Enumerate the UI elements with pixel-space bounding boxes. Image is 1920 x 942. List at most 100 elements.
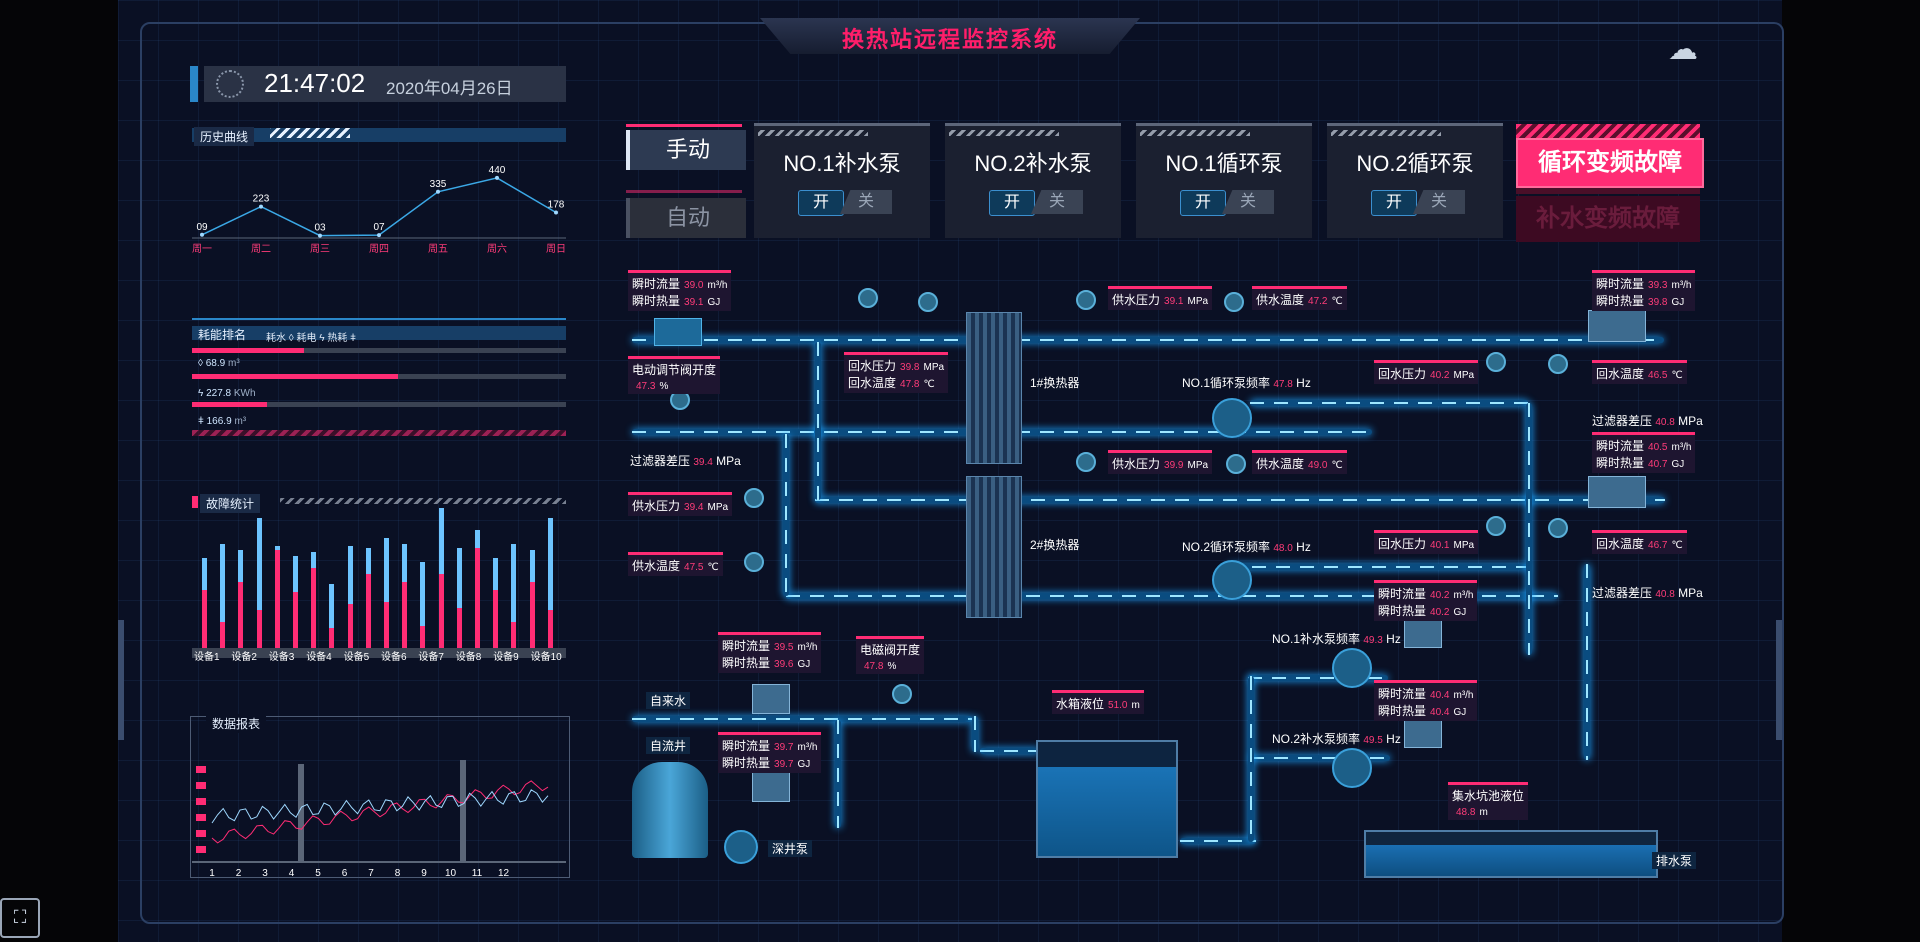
fault-bar-faults[interactable]	[238, 582, 244, 648]
fault-bar-faults[interactable]	[493, 590, 499, 648]
history-point[interactable]	[377, 233, 381, 238]
fault-bar-total[interactable]	[547, 518, 553, 648]
fault-bar-total[interactable]	[220, 544, 226, 648]
supply-pump-2-icon[interactable]	[1332, 748, 1372, 788]
tag-value: 47.3	[636, 381, 656, 392]
fault-bar-total[interactable]	[456, 548, 462, 648]
fault-bar-faults[interactable]	[475, 548, 480, 648]
pressure-gauge-icon[interactable]	[744, 488, 764, 508]
fault-bar-total[interactable]	[347, 546, 353, 648]
flow-meter-supp2[interactable]	[1404, 720, 1442, 748]
circ-pump-2-icon[interactable]	[1212, 560, 1252, 600]
pump-on-button[interactable]: 开	[989, 190, 1035, 216]
pressure-gauge-icon[interactable]	[858, 288, 878, 308]
flow-meter-top-right[interactable]	[1588, 310, 1646, 342]
pump-off-button[interactable]: 关	[1031, 190, 1083, 214]
fault-title: 故障统计	[200, 494, 261, 513]
fault-bar-faults[interactable]	[511, 622, 517, 648]
fullscreen-icon[interactable]: ⛶	[0, 898, 40, 938]
heat-exchanger-1[interactable]	[966, 312, 1022, 464]
pressure-gauge-icon[interactable]	[1486, 352, 1506, 372]
pressure-gauge-icon[interactable]	[1548, 354, 1568, 374]
temperature-gauge-icon[interactable]	[744, 552, 764, 572]
pump-off-button[interactable]: 关	[1222, 190, 1274, 214]
temperature-gauge-icon[interactable]	[1226, 454, 1246, 474]
fault-bar-faults[interactable]	[293, 592, 298, 648]
fault-bar-faults[interactable]	[274, 550, 280, 648]
pump-off-button[interactable]: 关	[840, 190, 892, 214]
fault-bar-total[interactable]	[511, 544, 517, 648]
hx1-label: 1#换热器	[1030, 376, 1080, 390]
sump-pit[interactable]	[1364, 830, 1658, 878]
fault-bar-total[interactable]	[329, 584, 335, 648]
fault-bar-total[interactable]	[420, 562, 426, 648]
fault-bar-faults[interactable]	[456, 608, 462, 648]
tag-label: NO.1循环泵频率	[1182, 376, 1271, 390]
fault-bar-faults[interactable]	[329, 628, 335, 648]
pressure-gauge-icon[interactable]	[1486, 516, 1506, 536]
pump-on-button[interactable]: 开	[1371, 190, 1417, 216]
history-point[interactable]	[436, 189, 440, 194]
fault-bar-faults[interactable]	[402, 582, 408, 648]
well-tank[interactable]	[632, 762, 708, 858]
history-point[interactable]	[318, 233, 322, 238]
manual-mode-button[interactable]: 手动	[626, 130, 746, 170]
fault-bar-total[interactable]	[256, 518, 262, 648]
pump-on-button[interactable]: 开	[798, 190, 844, 216]
pressure-gauge-icon[interactable]	[1076, 452, 1096, 472]
clock-icon	[216, 70, 244, 98]
tag-value: 39.6	[774, 659, 794, 670]
fault-bar-faults[interactable]	[438, 574, 444, 648]
page-title: 换热站远程监控系统	[841, 27, 1058, 52]
alarm-circ-vfd-fault[interactable]: 循环变频故障	[1516, 138, 1704, 188]
pressure-gauge-icon[interactable]	[918, 292, 938, 312]
history-point[interactable]	[200, 232, 204, 237]
flow-meter-supp1[interactable]	[1404, 620, 1442, 648]
alarm-supp-vfd-fault[interactable]: 补水变频故障	[1516, 196, 1700, 242]
tag-label: 回水压力	[848, 359, 897, 373]
fault-bar-faults[interactable]	[529, 582, 535, 648]
tag-label: 供水压力	[1112, 457, 1161, 471]
tag-value: 40.5	[1648, 442, 1668, 453]
tag-unit: m³/h	[1671, 442, 1692, 453]
tag-label: 回水压力	[1378, 367, 1427, 381]
supply-pump-1-icon[interactable]	[1332, 648, 1372, 688]
pressure-gauge-icon[interactable]	[1548, 518, 1568, 538]
heat-exchanger-2[interactable]	[966, 476, 1022, 618]
flow-meter-tap[interactable]	[752, 684, 790, 714]
history-point[interactable]	[554, 210, 558, 215]
pump-off-button[interactable]: 关	[1413, 190, 1465, 214]
fault-bar-faults[interactable]	[347, 604, 353, 648]
drain-pump-label: 排水泵	[1652, 852, 1697, 869]
fault-bar-faults[interactable]	[256, 610, 262, 648]
pump-on-button[interactable]: 开	[1180, 190, 1226, 216]
flow-meter-mid-right[interactable]	[1588, 476, 1646, 508]
tag-unit: GJ	[1453, 707, 1467, 718]
tag-unit: %	[659, 381, 669, 392]
solenoid-valve-icon[interactable]	[892, 684, 912, 704]
fault-bar-total[interactable]	[384, 538, 389, 648]
flow-meter-well[interactable]	[752, 772, 790, 802]
deep-well-pump-icon[interactable]	[724, 830, 758, 864]
fault-bar-faults[interactable]	[420, 626, 426, 648]
fault-bar-faults[interactable]	[547, 610, 553, 648]
fault-bar-faults[interactable]	[365, 574, 371, 648]
auto-mode-button[interactable]: 自动	[626, 198, 746, 238]
fault-device-label: 设备8	[455, 652, 482, 663]
fault-bar-faults[interactable]	[384, 602, 389, 648]
history-point[interactable]	[259, 204, 263, 209]
flow-meter-top-left[interactable]	[654, 318, 702, 346]
circ-pump-1-icon[interactable]	[1212, 398, 1252, 438]
fault-bar-faults[interactable]	[220, 622, 226, 648]
tag-unit: ℃	[1331, 296, 1343, 307]
fault-bar-faults[interactable]	[311, 568, 317, 648]
fault-bar-faults[interactable]	[202, 590, 207, 648]
history-point[interactable]	[495, 175, 499, 180]
water-tank[interactable]	[1036, 740, 1178, 858]
pressure-gauge-icon[interactable]	[1076, 290, 1096, 310]
temperature-gauge-icon[interactable]	[1224, 292, 1244, 312]
